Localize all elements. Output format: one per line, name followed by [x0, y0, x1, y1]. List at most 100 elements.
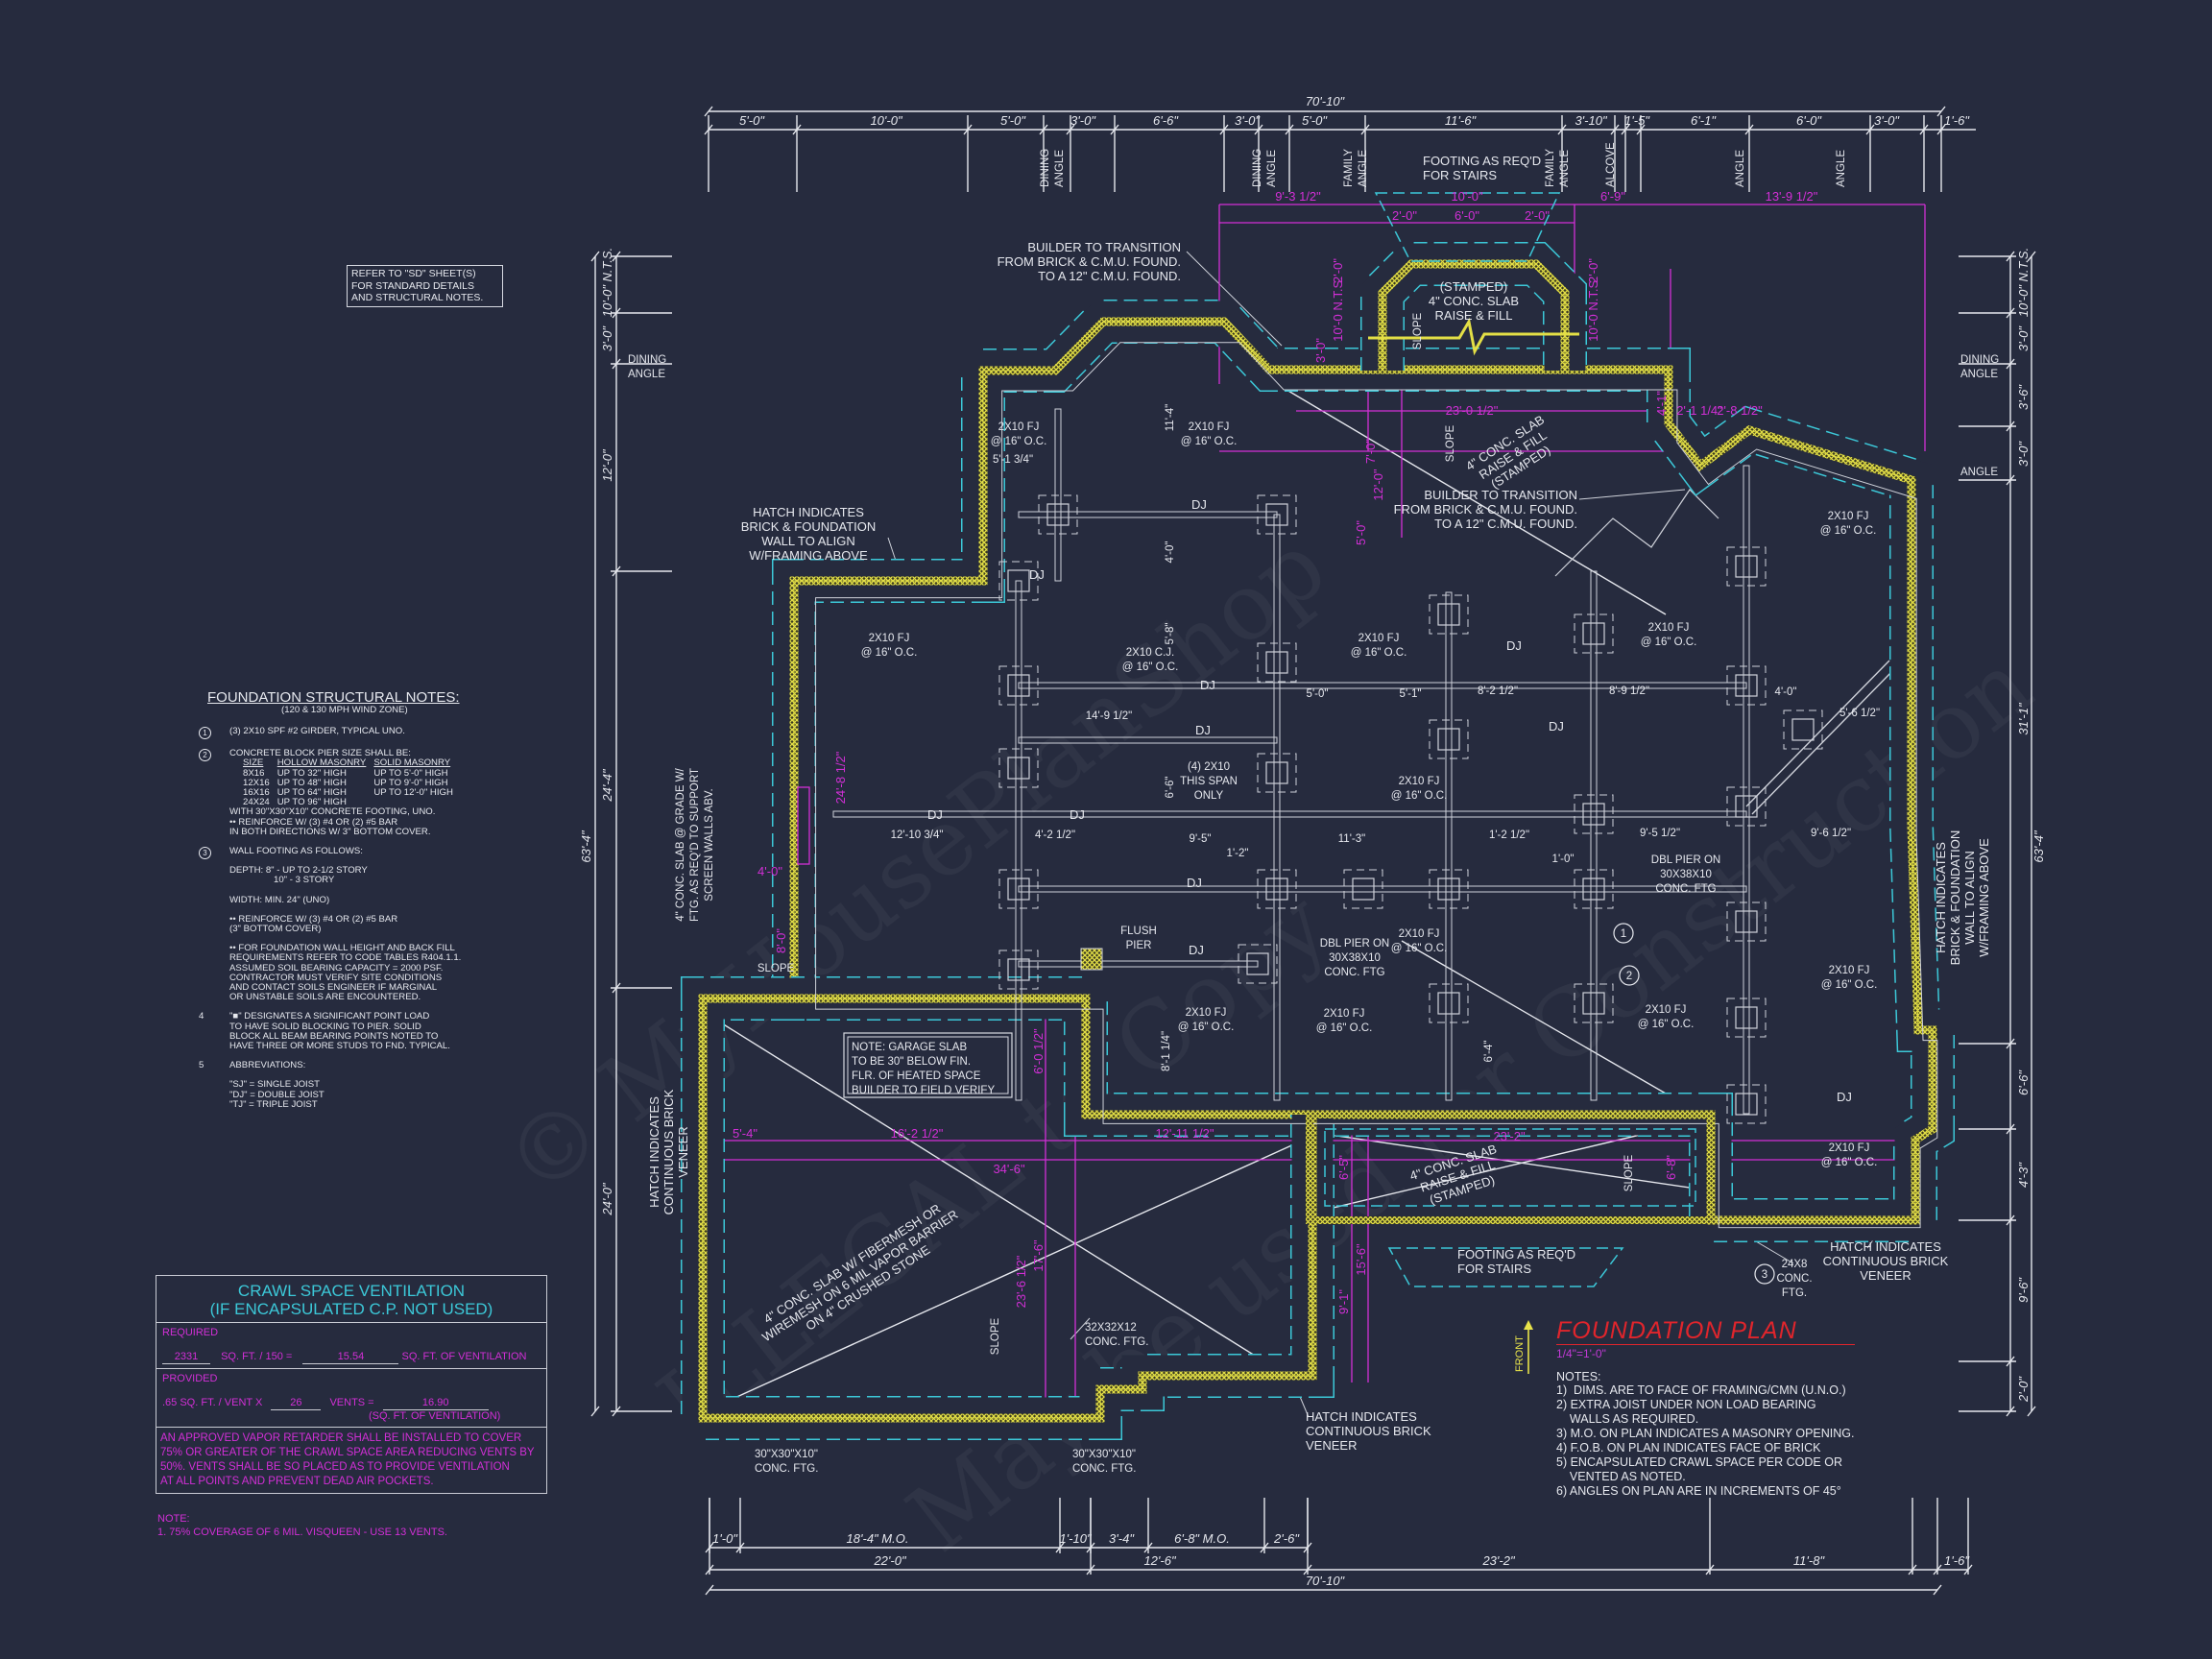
line: [1316, 1132, 1710, 1191]
dimension-right: 3'-0": [2016, 441, 2031, 467]
label-line: WALL TO ALIGN: [1962, 851, 1977, 945]
notes-subtitle: (120 & 130 MPH WIND ZONE): [281, 705, 408, 715]
angle-marker: ANGLE: [1836, 150, 1847, 187]
pier-footing: [998, 665, 1039, 706]
label-ftg-30a: 30"x30"x10"CONC. FTG.: [755, 1449, 818, 1475]
girder: [1018, 736, 1278, 744]
label-m-19: 4'-1": [1654, 391, 1669, 416]
note-number: 2: [199, 749, 211, 762]
label-m-18: 2'-0": [1586, 258, 1600, 283]
line: [1070, 1317, 1091, 1340]
label-line: 2x10 FJ: [1189, 421, 1230, 433]
detail-tag-number: 3: [1762, 1269, 1767, 1281]
pier-footing: [1343, 869, 1383, 909]
pier: [1735, 1093, 1758, 1116]
crawl-title-line: CRAWL SPACE VENTILATION: [237, 1282, 466, 1300]
label-line: 2x10 FJ: [1186, 1007, 1227, 1019]
note-4: 4 "■" DESIGNATES A SIGNIFICANT POINT LOA…: [197, 1012, 485, 1051]
line: [590, 1406, 600, 1417]
note-text: CONTRACTOR MUST VERIFY SITE CONDITIONS: [229, 972, 443, 983]
required-formula: SQ. FT. / 150 =: [221, 1351, 293, 1362]
label-line: 32x32x12: [1085, 1322, 1137, 1334]
note-text: OR UNSTABLE SOILS ARE ENCOUNTERED.: [229, 992, 421, 1003]
dimension-top: 3'-0": [1874, 113, 1900, 128]
table-header: SOLID MASONRY: [373, 757, 451, 769]
label-m-29: 6'-5": [1336, 1155, 1351, 1180]
label-line: FLUSH: [1120, 926, 1157, 937]
label-line: 24x8: [1782, 1259, 1808, 1270]
required-result: 15.54: [302, 1351, 399, 1364]
note-1: 1 (3) 2x10 SPF #2 GIRDER, TYPICAL UNO.: [197, 727, 485, 740]
provided-result: 16.90: [382, 1397, 489, 1410]
label-m-5: 2'-0": [1525, 208, 1550, 223]
label-d-10: 14'-9 1/2": [1086, 710, 1132, 722]
vent-count: 26: [271, 1397, 322, 1410]
dimension-top: 5'-0": [739, 113, 765, 128]
line: [704, 106, 713, 117]
provided-label: PROVIDED: [162, 1373, 218, 1384]
label-line: 2x10 FJ: [1399, 776, 1440, 787]
dimension-right: 4'-3": [2016, 1162, 2031, 1188]
label-dj-8: DJ: [1506, 638, 1522, 653]
label-fj-2: 2x10 FJ@ 16" O.C.: [1181, 421, 1238, 447]
bay-transition: [1554, 489, 1719, 577]
dimension-box: [797, 786, 810, 865]
label-line: HATCH INDICATES: [647, 1096, 661, 1208]
note-text: 1. 75% COVERAGE OF 6 MIL. VISQUEEN - USE…: [157, 1527, 447, 1538]
label-fj-12: 2x10 FJ@ 16" O.C.: [1316, 1008, 1373, 1034]
label-line: FTG.: [1782, 1287, 1807, 1299]
label-dj-9: DJ: [1549, 719, 1564, 733]
dimension-top: 11'-6": [1445, 113, 1478, 128]
label-m-12: 12'-0": [1371, 469, 1385, 501]
label-line: RAISE & FILL: [1435, 308, 1513, 323]
label-slope-2: SLOPE: [1445, 424, 1456, 462]
plan-note: VENTED AS NOTED.: [1556, 1470, 1686, 1483]
girder: [1445, 591, 1453, 1101]
garage-wall-edge: [702, 998, 1313, 1419]
note-text: •• REINFORCE W/ (3) #4 OR (2) #5 BAR: [229, 913, 398, 925]
cell: 12x16: [243, 777, 270, 788]
detail-tag-number: 2: [1626, 971, 1632, 982]
plan-note: 2) EXTRA JOIST UNDER NON LOAD BEARING: [1556, 1398, 1816, 1411]
line: [1745, 660, 1890, 807]
label-line: FLR. OF HEATED SPACE: [852, 1070, 981, 1082]
girder: [1018, 960, 1259, 968]
label-line: @ 16" O.C.: [1391, 790, 1448, 802]
label-d-9: 5'-1": [1400, 688, 1422, 700]
pier: [1735, 795, 1758, 818]
note-text: 10" - 3 STORY: [274, 875, 335, 886]
angle-marker: ALCOVE: [1605, 142, 1617, 187]
refer-sheet-note: REFER TO "SD" SHEET(S) FOR STANDARD DETA…: [347, 265, 503, 307]
label-m-16: 3'-0": [1313, 338, 1328, 363]
label-line: 2x10 FJ: [1829, 1142, 1870, 1154]
label-line: (4) 2x10: [1188, 761, 1230, 773]
label-fj-14: 2x10 FJ@ 16" O.C.: [1821, 1142, 1878, 1168]
cell: UP TO 12'-0" HIGH: [373, 787, 453, 799]
label-line: @ 16" O.C.: [1638, 1019, 1695, 1030]
label-m-26: 23'-6 1/2": [1014, 1255, 1028, 1308]
dimension-top: 3'-0": [1070, 113, 1096, 128]
label-line: HATCH INDICATES: [1934, 842, 1948, 953]
label-line: DINING: [1040, 149, 1051, 187]
pier-footing: [1574, 794, 1614, 834]
label-m-7: 13'-9 1/2": [1766, 189, 1818, 204]
label-line: FOR STAIRS: [1423, 168, 1497, 182]
note-number: 5: [199, 1060, 204, 1071]
label-line: NOTE: GARAGE SLAB: [852, 1042, 967, 1053]
label-m-23: 34'-6": [993, 1162, 1025, 1176]
label-line: @ 16" O.C.: [991, 436, 1047, 447]
cell: UP TO 48" HIGH: [276, 777, 347, 788]
label-m-32: 24'-8 1/2": [833, 751, 848, 804]
crawl-space-ventilation-table: CRAWL SPACE VENTILATION (IF ENCAPSULATED…: [156, 1275, 547, 1494]
note-text: AND CONTACT SOILS ENGINEER IF MARGINAL: [229, 982, 438, 994]
